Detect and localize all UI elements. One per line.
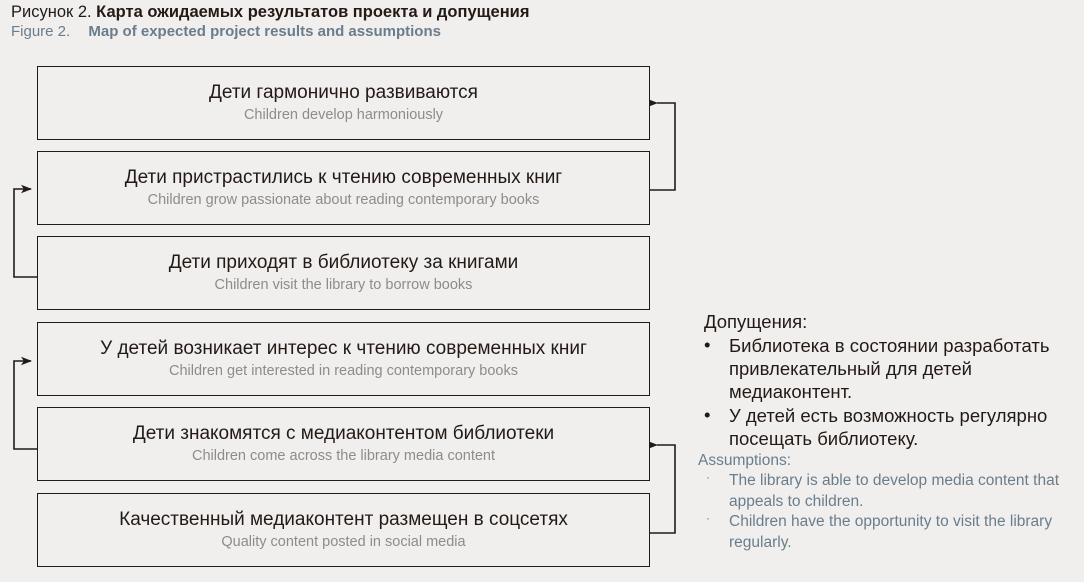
arrow-node3-to-node2 [13, 184, 37, 278]
assumptions-list-ru: • Библиотека в состоянии разработать при… [698, 334, 1078, 450]
assumption-text-en: The library is able to develop media con… [729, 472, 1059, 510]
caption-english-label: Figure 2. [11, 22, 71, 40]
figure-caption: Рисунок 2. Карта ожидаемых результатов п… [11, 2, 731, 42]
flow-node-title-ru: Дети пристрастились к чтению современных… [124, 166, 563, 188]
results-map-diagram: Дети гармонично развиваются Children dev… [13, 66, 676, 567]
assumptions-heading-en: Assumptions: [698, 452, 792, 470]
caption-english: Figure 2. Map of expected project result… [11, 23, 731, 42]
caption-english-title: Map of expected project results and assu… [88, 22, 441, 40]
assumptions-panel: Допущения: • Библиотека в состоянии разр… [698, 310, 1078, 553]
bullet-icon: · [706, 511, 710, 526]
flow-node-children-media-content[interactable]: Дети знакомятся с медиаконтентом библиот… [37, 407, 650, 481]
flow-node-title-en: Children develop harmoniously [243, 107, 444, 124]
flow-node-title-en: Children grow passionate about reading c… [147, 192, 540, 209]
caption-russian-title: Карта ожидаемых результатов проекта и до… [96, 3, 530, 21]
assumption-item-ru: • Библиотека в состоянии разработать при… [698, 334, 1078, 404]
caption-russian-label: Рисунок 2. [11, 3, 92, 21]
flow-node-children-get-interested[interactable]: У детей возникает интерес к чтению совре… [37, 322, 650, 396]
arrow-node6-to-node5 [647, 440, 676, 534]
assumption-item-ru: • У детей есть возможность регулярно пос… [698, 404, 1078, 451]
flow-node-children-develop-harmoniously[interactable]: Дети гармонично развиваются Children dev… [37, 66, 650, 140]
arrow-node2-to-node1 [647, 98, 676, 191]
assumption-text-ru: У детей есть возможность регулярно посещ… [729, 404, 1048, 449]
assumption-item-en: · The library is able to develop media c… [698, 470, 1078, 512]
bullet-icon: • [704, 333, 711, 355]
assumption-item-en: · Children have the opportunity to visit… [698, 511, 1078, 553]
flow-node-children-visit-library[interactable]: Дети приходят в библиотеку за книгами Ch… [37, 236, 650, 310]
caption-russian: Рисунок 2. Карта ожидаемых результатов п… [11, 2, 731, 23]
arrow-node5-to-node4 [13, 356, 37, 450]
assumptions-list-en: · The library is able to develop media c… [698, 470, 1078, 553]
flow-node-title-ru: Дети гармонично развиваются [209, 81, 478, 103]
assumptions-heading-ru: Допущения: [704, 311, 808, 332]
flow-node-title-ru: Дети приходят в библиотеку за книгами [168, 251, 519, 273]
flow-node-quality-content-social-media[interactable]: Качественный медиаконтент размещен в соц… [37, 493, 650, 567]
bullet-icon: · [706, 470, 710, 485]
flow-node-title-ru: Качественный медиаконтент размещен в соц… [119, 508, 568, 530]
bullet-icon: • [704, 403, 711, 425]
flow-node-title-en: Children visit the library to borrow boo… [214, 277, 473, 294]
assumption-text-en: Children have the opportunity to visit t… [729, 513, 1053, 551]
flow-node-title-en: Children come across the library media c… [191, 448, 496, 465]
flow-node-children-passionate-reading[interactable]: Дети пристрастились к чтению современных… [37, 151, 650, 225]
flow-node-title-en: Quality content posted in social media [221, 534, 466, 551]
flow-node-title-ru: Дети знакомятся с медиаконтентом библиот… [132, 422, 555, 444]
flow-node-title-ru: У детей возникает интерес к чтению совре… [100, 337, 587, 359]
flow-node-title-en: Children get interested in reading conte… [168, 363, 518, 380]
assumption-text-ru: Библиотека в состоянии разработать привл… [729, 334, 1050, 403]
